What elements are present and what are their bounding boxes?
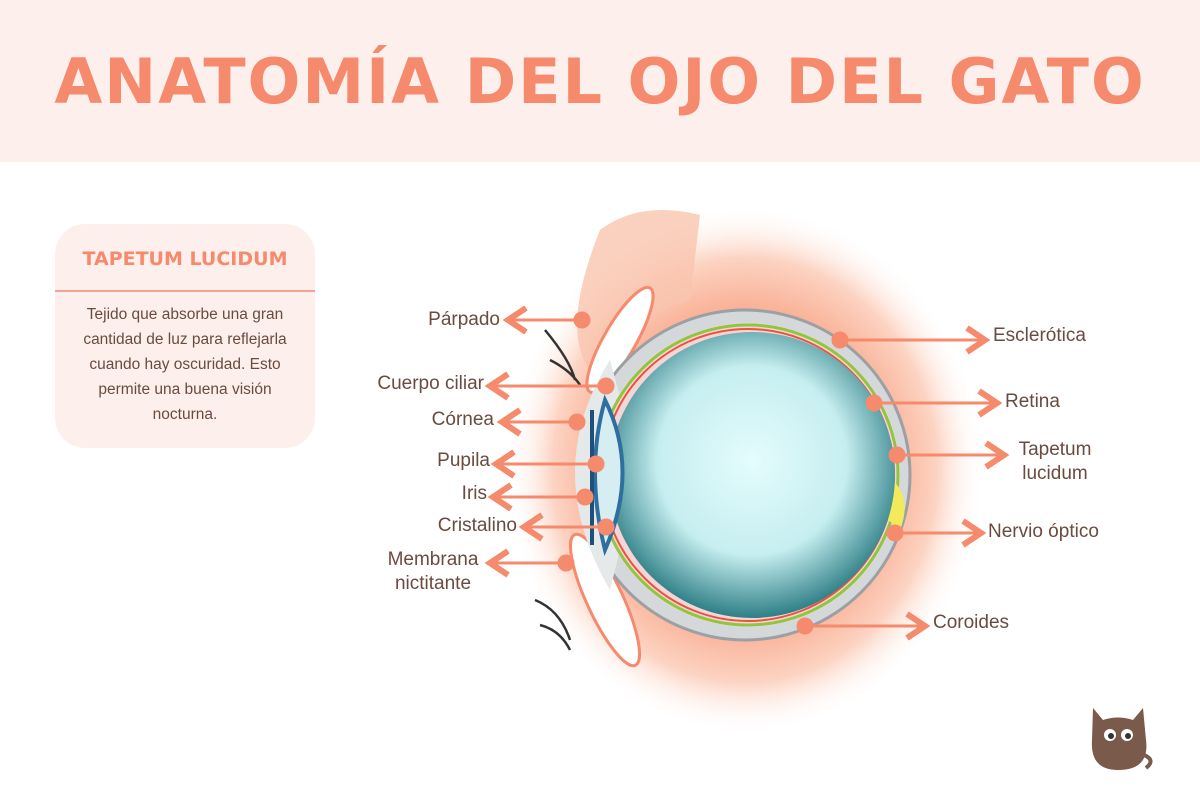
label-cuerpo-ciliar: Cuerpo ciliar	[377, 373, 484, 394]
label-cornea: Córnea	[431, 409, 494, 430]
info-card-text: Tejido que absorbe una gran cantidad de …	[83, 306, 287, 423]
label-membrana-line1: Membrana	[387, 549, 479, 570]
pointer-lines	[484, 305, 1010, 641]
cat-logo	[1091, 708, 1153, 770]
label-tapetum-line2: lucidum	[1022, 463, 1088, 484]
label-parpado: Párpado	[428, 309, 500, 330]
eye-illustration	[505, 205, 985, 735]
header-banner: ANATOMÍA DEL OJO DEL GATO	[0, 0, 1200, 162]
label-pupila: Pupila	[437, 450, 490, 471]
label-iris: Iris	[461, 483, 487, 504]
info-card: TAPETUM LUCIDUM Tejido que absorbe una g…	[55, 224, 315, 448]
label-esclerotica: Esclerótica	[993, 325, 1086, 346]
divider	[55, 290, 315, 292]
label-membrana-nictitante: Membrana nictitante	[381, 548, 485, 596]
label-retina: Retina	[1005, 391, 1060, 412]
page-title: ANATOMÍA DEL OJO DEL GATO	[54, 44, 1146, 118]
info-card-title: TAPETUM LUCIDUM	[82, 248, 288, 270]
label-tapetum-line1: Tapetum	[1018, 439, 1092, 460]
label-cristalino: Cristalino	[437, 515, 517, 536]
label-tapetum-lucidum: Tapetum lucidum	[1010, 438, 1100, 486]
label-coroides: Coroides	[933, 612, 1010, 633]
label-membrana-line2: nictitante	[394, 573, 472, 594]
label-nervio-optico: Nervio óptico	[988, 521, 1099, 542]
